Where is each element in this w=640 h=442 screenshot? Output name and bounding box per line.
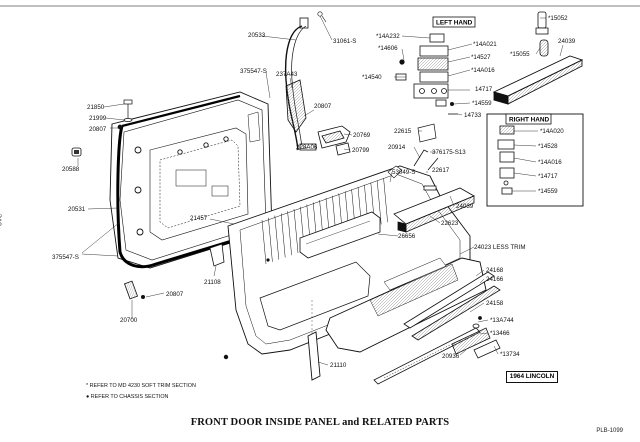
pleat-line: [383, 178, 388, 223]
label-13734: *13734: [500, 351, 520, 358]
label-14540: *14540: [362, 74, 382, 81]
label-24158: 24158: [486, 300, 504, 307]
screw-31061: [317, 11, 327, 23]
left-hand-switch-group: [395, 33, 458, 115]
year-badge: 1964 LINCOLN: [506, 371, 558, 383]
label-14606: *14606: [378, 45, 398, 52]
label-13466: *13466: [490, 330, 510, 337]
pleat-line: [268, 217, 273, 262]
label-21108: 21108: [204, 279, 221, 286]
label-22615: 22615: [394, 128, 412, 135]
door-inner-frame: [109, 91, 273, 269]
label-14717-rh: *14717: [538, 173, 558, 180]
leader-lines: [77, 15, 564, 366]
label-20807-left: 20807: [89, 126, 107, 133]
pleat-line: [274, 215, 280, 260]
label-24166: 24166: [486, 276, 504, 283]
label-20533: 20533: [248, 32, 266, 39]
note-soft-trim: * REFER TO MD 4230 SOFT TRIM SECTION: [86, 383, 196, 389]
courtesy-lamp-assembly: [451, 316, 501, 359]
label-20588: 20588: [62, 166, 80, 173]
clip-21108: [209, 243, 225, 267]
retainer-21110: [307, 331, 321, 381]
label-14a020: *14A020: [540, 128, 564, 135]
label-14733: 14733: [464, 112, 482, 119]
label-14a016-lh: *14A016: [471, 67, 495, 74]
label-21110: 21110: [330, 362, 347, 369]
label-375547-s-top: 375547-S: [240, 68, 267, 75]
label-376175-s13: 376175-S13: [432, 149, 466, 156]
lighter-knob: [535, 11, 549, 57]
armrest-base-24023: [325, 257, 487, 353]
pleat-line: [376, 180, 382, 225]
plate-id: PLB-1099: [596, 428, 623, 434]
right-hand-switch-group: [497, 125, 515, 195]
label-14a232: *14A232: [376, 33, 400, 40]
bumper-20588: [71, 147, 82, 157]
label-21999: 21999: [89, 115, 107, 122]
label-20936: 20936: [442, 353, 460, 360]
pleat-line: [261, 219, 267, 265]
control-plate-22623: [393, 187, 475, 233]
label-24023-less-trim: 24023 LESS TRIM: [474, 244, 525, 251]
label-237a43: 237A43: [276, 71, 298, 78]
label-14527: *14527: [471, 54, 491, 61]
label-14559-rh: *14559: [538, 188, 558, 195]
label-228a06: 228A06: [296, 144, 318, 151]
part-labels: *15052 24039 *15055 LEFT HAND *14A232 *1…: [52, 15, 576, 369]
label-24168: 24168: [486, 267, 504, 274]
map-pocket: [259, 261, 371, 331]
pleat-line: [280, 213, 286, 258]
label-21457: 21457: [190, 215, 208, 222]
note-chassis: ● REFER TO CHASSIS SECTION: [86, 394, 169, 400]
label-14a021: *14A021: [473, 41, 497, 48]
label-24039-top: 24039: [558, 38, 576, 45]
label-26656: 26656: [398, 233, 416, 240]
glass-channel-20533: [284, 17, 309, 151]
label-20531: 20531: [68, 206, 86, 213]
left-hand-box: [432, 16, 476, 28]
pleat-line: [293, 208, 299, 254]
right-hand-title: RIGHT HAND: [509, 117, 550, 124]
label-53049-s: 53049-S: [392, 169, 415, 176]
label-22623: 22623: [441, 220, 459, 227]
label-15055: *15055: [510, 51, 530, 58]
label-20799: 20799: [352, 147, 370, 154]
label-13a744: *13A744: [490, 317, 514, 324]
label-20807-top: 20807: [314, 103, 332, 110]
label-14a016-rh: *14A016: [538, 159, 562, 166]
label-14528: *14528: [538, 143, 558, 150]
escutcheon-22615: [417, 123, 437, 143]
label-15052: *15052: [548, 15, 568, 22]
label-21850: 21850: [87, 104, 105, 111]
bracket-237a43: [285, 79, 307, 133]
armrest-bezel-24039-top: [492, 55, 584, 105]
left-hand-title: LEFT HAND: [436, 20, 473, 27]
label-14559-lh: *14559: [472, 100, 492, 107]
label-22617: 22617: [432, 167, 450, 174]
label-20807-bottom: 20807: [166, 291, 184, 298]
page-number: 318: [0, 214, 3, 226]
label-20700: 20700: [120, 317, 138, 324]
weatherstrip-20531: [116, 125, 269, 269]
clip-20700: [123, 280, 139, 300]
figure-caption: FRONT DOOR INSIDE PANEL and RELATED PART…: [190, 417, 450, 428]
lock-rod-20914: [413, 149, 439, 191]
label-20769: 20769: [353, 132, 371, 139]
pleat-line: [287, 211, 292, 256]
label-24039-mid: 24039: [456, 203, 474, 210]
label-14717-lh: 14717: [475, 86, 493, 93]
label-20914: 20914: [388, 144, 406, 151]
label-31061-s: 31061-S: [333, 38, 356, 45]
label-375547-s-left: 375547-S: [52, 254, 79, 261]
armrest-pad: [299, 211, 381, 259]
